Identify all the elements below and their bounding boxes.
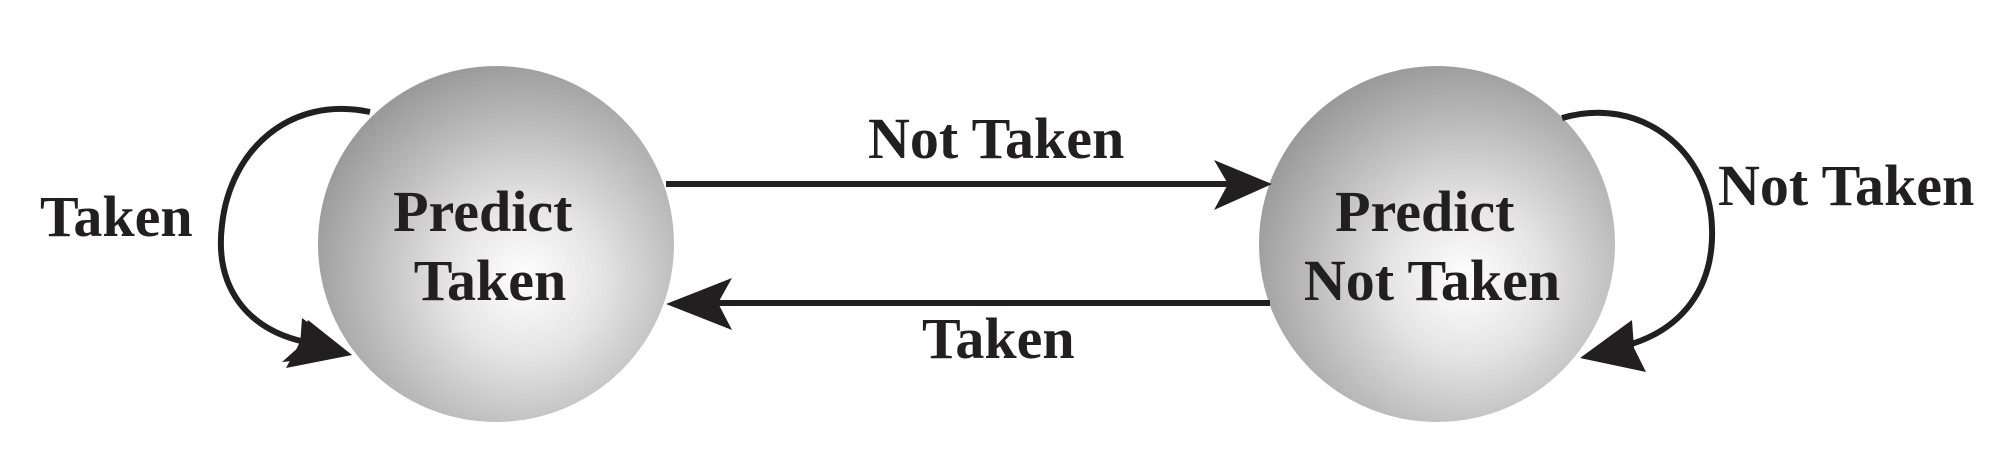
not-taken-self-loop-arrowhead	[1580, 320, 1646, 372]
state-predict-taken-label: Predict Taken	[393, 179, 587, 313]
not-taken-forward-arrowhead	[1214, 160, 1272, 210]
not-taken-forward-label: Not Taken	[868, 106, 1124, 171]
state-predict-not-taken-circle	[1259, 66, 1615, 422]
transition-not-taken-self-loop: Not Taken	[1561, 109, 1974, 372]
state-predict-taken-circle	[318, 66, 674, 422]
not-taken-self-loop-line	[1561, 109, 1716, 348]
state-predict-taken-line-2: Taken	[414, 248, 567, 313]
taken-self-loop-arrowhead-tail	[282, 318, 352, 362]
not-taken-self-loop-label: Not Taken	[1718, 153, 1974, 218]
state-predict-not-taken-line-1: Predict	[1335, 179, 1515, 244]
taken-self-loop-line	[217, 105, 371, 345]
taken-self-loop-label: Taken	[40, 184, 193, 249]
taken-back-label: Taken	[922, 306, 1075, 371]
taken-back-arrowhead	[666, 278, 732, 330]
state-predict-taken: Predict Taken	[318, 66, 674, 422]
state-predict-not-taken-line-2: Not Taken	[1304, 248, 1560, 313]
transition-taken-back: Taken	[666, 278, 1270, 371]
state-predict-not-taken: Predict Not Taken	[1259, 66, 1615, 422]
transition-not-taken-forward: Not Taken	[666, 106, 1272, 210]
state-predict-taken-line-1: Predict	[393, 179, 573, 244]
state-predict-not-taken-label: Predict Not Taken	[1304, 179, 1560, 313]
transition-taken-self-loop: Taken	[40, 105, 371, 368]
